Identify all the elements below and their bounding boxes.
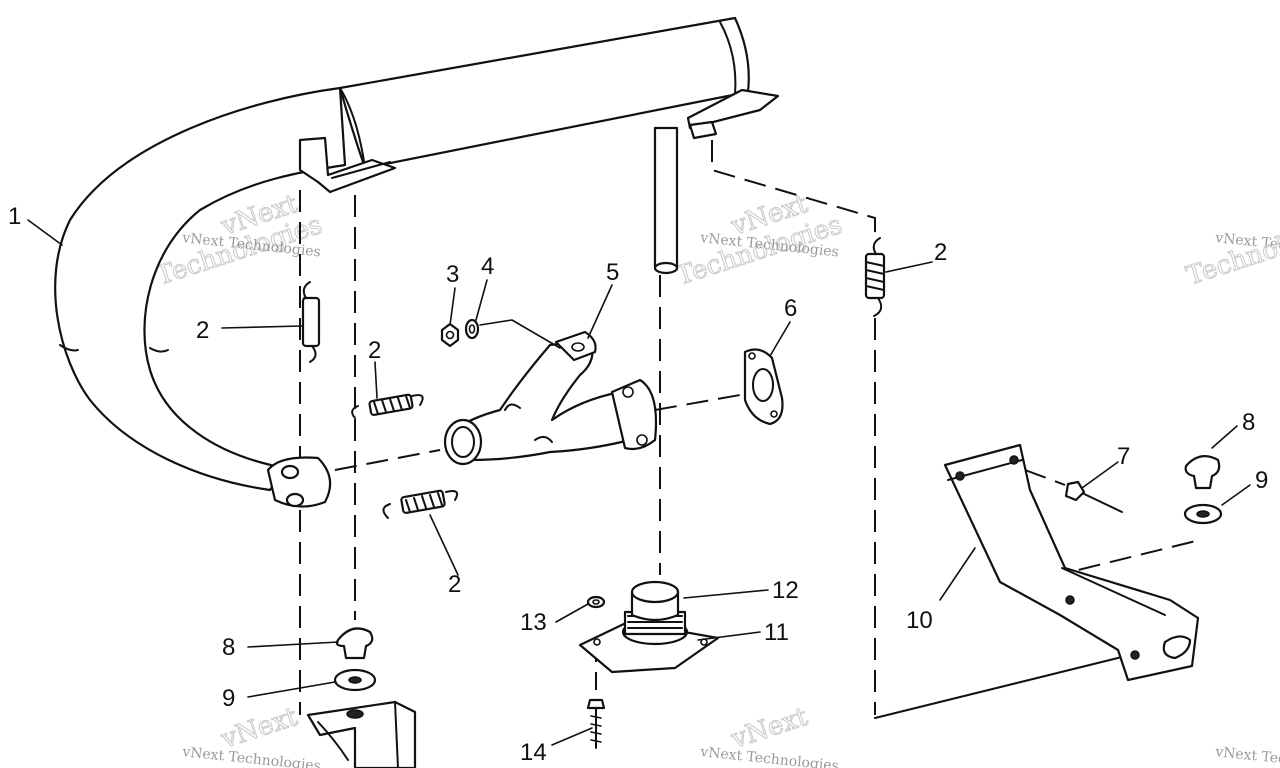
bolt-part-14 xyxy=(586,698,606,749)
callout-14: 14 xyxy=(520,739,547,766)
watermark-text: vNext Technologies xyxy=(1214,744,1280,768)
grommet-part-8-left xyxy=(335,627,374,660)
isolator-mount-part-11-12 xyxy=(578,580,720,674)
callout-5: 5 xyxy=(606,259,619,286)
callout-2-middle-upper: 2 xyxy=(368,337,381,364)
callout-9-right: 9 xyxy=(1255,467,1268,494)
spring-middle-lower xyxy=(382,489,459,519)
callout-labels: 1 2 2 2 2 3 4 5 6 7 8 8 9 9 10 11 12 13 … xyxy=(8,203,1268,766)
head-pipe xyxy=(54,86,347,492)
callout-9-left: 9 xyxy=(222,685,235,712)
nut-part-3 xyxy=(440,322,460,348)
washer-part-9-left xyxy=(333,668,377,692)
watermark-logo: vNext xyxy=(727,702,812,755)
spring-left-vertical xyxy=(301,281,321,363)
callout-3: 3 xyxy=(446,261,459,288)
spring-tab xyxy=(688,120,718,140)
callout-11: 11 xyxy=(764,619,789,646)
callout-8-right: 8 xyxy=(1242,409,1255,436)
muffler-canister xyxy=(338,16,750,170)
callout-10: 10 xyxy=(906,607,933,634)
watermark-text: vNext Technologies xyxy=(181,744,322,768)
callout-4: 4 xyxy=(481,253,494,280)
callout-12: 12 xyxy=(772,577,799,604)
gasket-part-6 xyxy=(743,348,784,426)
muffler-bracket-left xyxy=(298,136,397,194)
watermark-text: vNext Technologies xyxy=(699,744,840,768)
callout-8-left: 8 xyxy=(222,634,235,661)
washer-part-9-right xyxy=(1183,503,1223,525)
muffler-flange xyxy=(686,88,780,130)
callout-6: 6 xyxy=(784,295,797,322)
watermark-logo: Technologies xyxy=(1183,210,1280,292)
grommet-part-8-right xyxy=(1184,455,1221,490)
nut-part-13 xyxy=(586,595,606,609)
spring-middle-upper xyxy=(351,393,424,419)
callout-1: 1 xyxy=(8,203,21,230)
frame-bracket-lower xyxy=(306,700,417,768)
spring-right-vertical xyxy=(864,237,886,317)
mount-pin xyxy=(653,126,679,270)
bracket-part-10 xyxy=(943,443,1200,682)
callout-7: 7 xyxy=(1117,443,1130,470)
leader-lines xyxy=(27,219,1251,746)
callout-2-middle-lower: 2 xyxy=(448,571,461,598)
bolt-part-7 xyxy=(1064,480,1123,513)
callout-13: 13 xyxy=(520,609,547,636)
muffler-assembly xyxy=(54,16,780,508)
y-pipe-part-5 xyxy=(443,330,658,466)
callout-2-left: 2 xyxy=(196,317,209,344)
callout-2-right: 2 xyxy=(934,239,947,266)
washer-part-4 xyxy=(464,318,480,340)
